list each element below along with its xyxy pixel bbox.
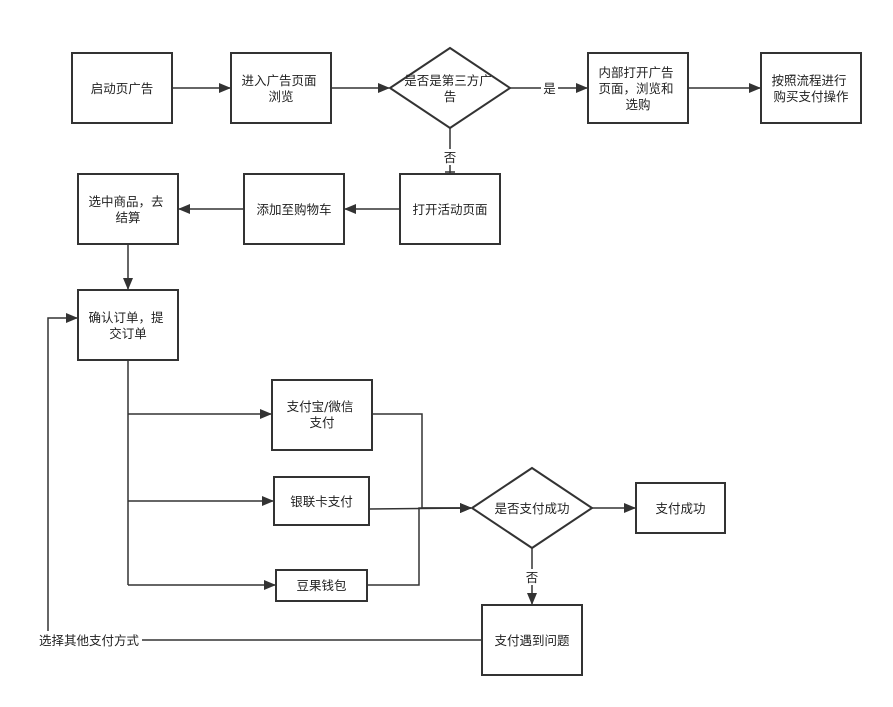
node-label: 启动页广告 [91,81,154,96]
edge-alipay-to-decision [372,413,472,513]
node-label: 支付遇到问题 [494,633,570,648]
node-unionpay: 银联卡支付 [273,476,370,526]
node-label: 支付宝/微信 支付 [287,399,358,430]
node-splash-ad: 启动页广告 [71,52,173,124]
svg-text:否: 否 [526,570,539,585]
edge-label-choose-other: 选择其他支付方式 [36,631,142,649]
node-label: 支付成功 [655,501,705,516]
node-open-internally: 内部打开广告 页面，浏览和 选购 [587,52,689,124]
node-label: 进入广告页面 浏览 [242,73,321,104]
edge-label-yes: 是 [541,80,558,96]
node-select-goods: 选中商品，去 结算 [77,173,179,245]
edges [47,83,761,641]
edge-problem-retry [47,313,482,641]
node-label: 是否是第三方广 告 [404,73,496,104]
node-label: 按照流程进行 购买支付操作 [772,73,851,104]
node-label: 确认订单，提 交订单 [89,310,168,341]
node-label: 银联卡支付 [290,494,353,509]
node-confirm-order: 确认订单，提 交订单 [77,289,179,361]
edge-label-no-top: 否 [442,149,459,165]
node-enter-ad-page: 进入广告页面 浏览 [230,52,332,124]
node-pay-problem: 支付遇到问题 [481,604,583,676]
svg-text:是: 是 [543,81,556,96]
node-open-activity: 打开活动页面 [399,173,501,245]
node-label: 内部打开广告 页面，浏览和 选购 [599,65,678,112]
node-label: 是否支付成功 [494,501,569,516]
node-pay-success-decision: 是否支付成功 [470,466,594,550]
node-buy-pay: 按照流程进行 购买支付操作 [760,52,862,124]
edge-label-no-bottom: 否 [524,569,541,585]
node-alipay-wechat: 支付宝/微信 支付 [271,379,373,451]
node-label: 选中商品，去 结算 [89,194,168,225]
node-label: 打开活动页面 [412,202,487,217]
node-label: 豆果钱包 [296,578,346,593]
node-add-cart: 添加至购物车 [243,173,345,245]
node-label: 添加至购物车 [256,202,331,217]
svg-text:否: 否 [444,150,457,165]
node-douguo-wallet: 豆果钱包 [275,569,368,602]
node-is-third-party-decision: 是否是第三方广 告 [388,46,512,130]
svg-text:选择其他支付方式: 选择其他支付方式 [39,633,140,648]
node-pay-success: 支付成功 [635,482,726,534]
edge-wallet-to-decision [367,503,472,586]
